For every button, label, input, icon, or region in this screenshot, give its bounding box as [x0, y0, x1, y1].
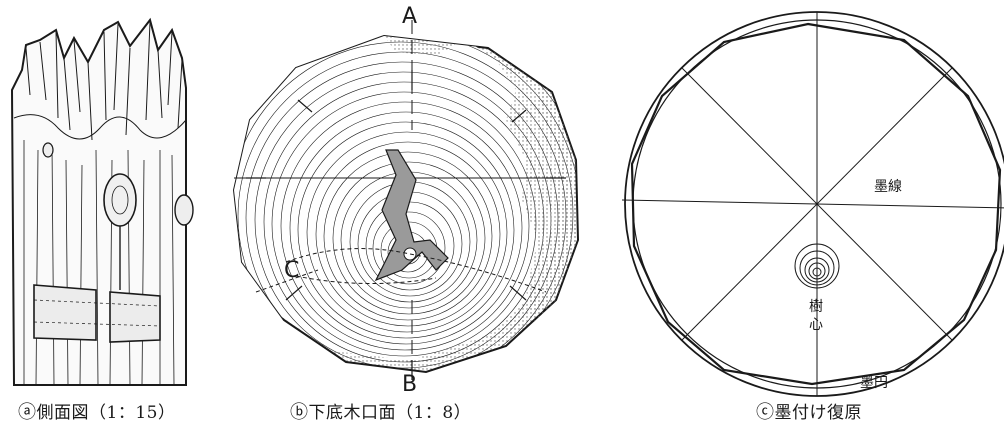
caption-mark-c: ⓒ [756, 402, 775, 423]
pith-label: 樹 心 [809, 299, 823, 333]
end-face-panel: A B C [226, 0, 586, 438]
caption-text-c: 墨付け復原 [774, 403, 862, 423]
side-view-caption: ⓐ側面図（1：15） [18, 398, 175, 424]
end-face-caption: ⓑ下底木口面（1：8） [290, 398, 471, 424]
ink-circle-label: 墨円 [860, 375, 888, 391]
end-face-label-c: C [284, 258, 300, 283]
caption-text-b: 下底木口面（1：8） [308, 403, 472, 423]
caption-mark-b: ⓑ [290, 402, 309, 423]
caption-text-a: 側面図（1：15） [36, 403, 176, 423]
side-view-drawing [10, 17, 194, 386]
side-view-panel [0, 0, 200, 438]
ink-marking-drawing [621, 11, 1004, 397]
end-face-label-b: B [402, 372, 418, 397]
end-face-drawing [232, 20, 580, 380]
ink-line-label: 墨線 [874, 179, 902, 195]
caption-mark-a: ⓐ [18, 402, 37, 423]
ink-marking-caption: ⓒ墨付け復原 [756, 398, 862, 424]
ink-marking-panel: 墨線 樹 心 墨円 [612, 0, 1004, 438]
end-face-label-a: A [402, 4, 418, 29]
